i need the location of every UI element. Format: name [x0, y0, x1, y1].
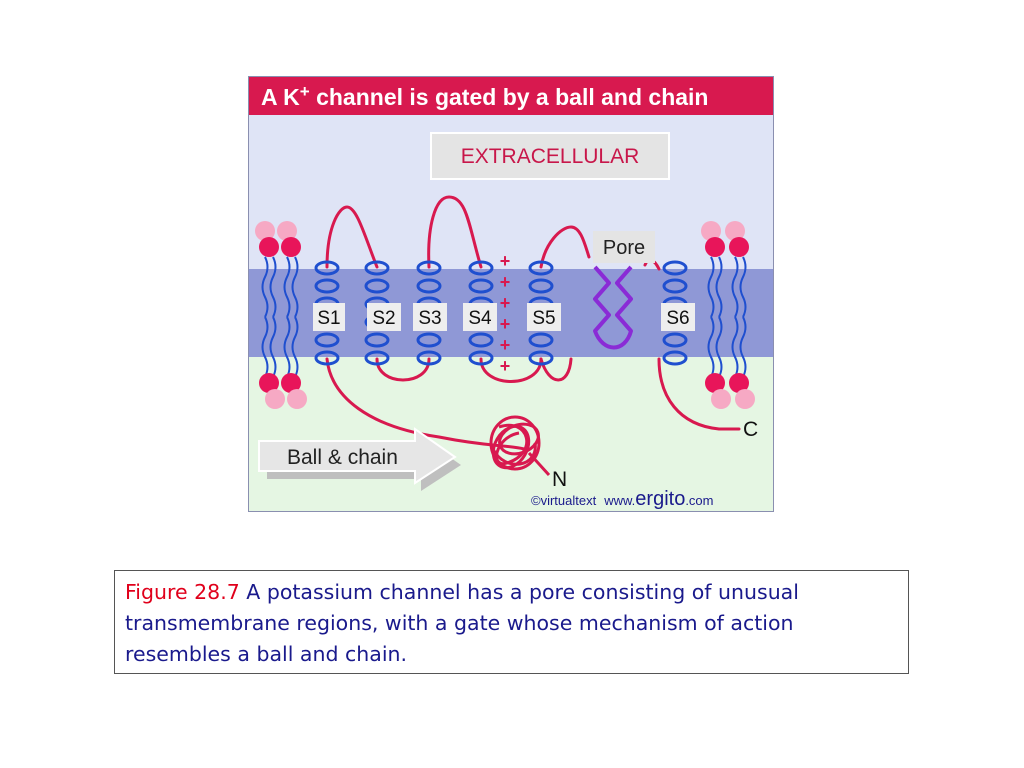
c-terminus-label: C [743, 418, 758, 441]
s4-charge: + [500, 251, 511, 271]
figure-title: A K+ channel is gated by a ball and chai… [261, 82, 708, 110]
ball-tangle [489, 415, 551, 477]
title-bar [249, 77, 773, 115]
ball-chain-label: Ball & chain [287, 446, 398, 469]
s4-label-box [463, 303, 497, 331]
s1-label-box [313, 303, 345, 331]
s2-label-box [367, 303, 401, 331]
s4-charge: + [500, 293, 511, 313]
pore-label-box [593, 231, 655, 263]
s5-label: S5 [532, 308, 555, 329]
s4-charge: + [500, 356, 511, 376]
pore-label: Pore [603, 237, 645, 259]
s4-label: S4 [468, 308, 492, 329]
s4-charge: + [500, 272, 511, 292]
s4-charge: + [500, 335, 511, 355]
ball-chain-arrow [258, 427, 461, 491]
ball-and-chain-figure: A K+ channel is gated by a ball and chai… [248, 76, 774, 512]
extracellular-label-box [430, 132, 670, 180]
s3-label: S3 [418, 308, 441, 329]
s3-label-box [413, 303, 447, 331]
s5-label-box [527, 303, 561, 331]
s6-label-box [661, 303, 695, 331]
extracellular-label: EXTRACELLULAR [461, 145, 640, 168]
figure-number: Figure 28.7 [125, 580, 240, 604]
n-terminus-label: N [552, 468, 567, 491]
s1-label: S1 [317, 308, 340, 329]
figure-caption: Figure 28.7 A potassium channel has a po… [114, 570, 909, 674]
s4-charge: + [500, 314, 511, 334]
pore-loop [593, 265, 633, 350]
caption-text: A potassium channel has a pore consistin… [125, 580, 799, 666]
s2-label: S2 [372, 308, 395, 329]
s6-label: S6 [666, 308, 689, 329]
